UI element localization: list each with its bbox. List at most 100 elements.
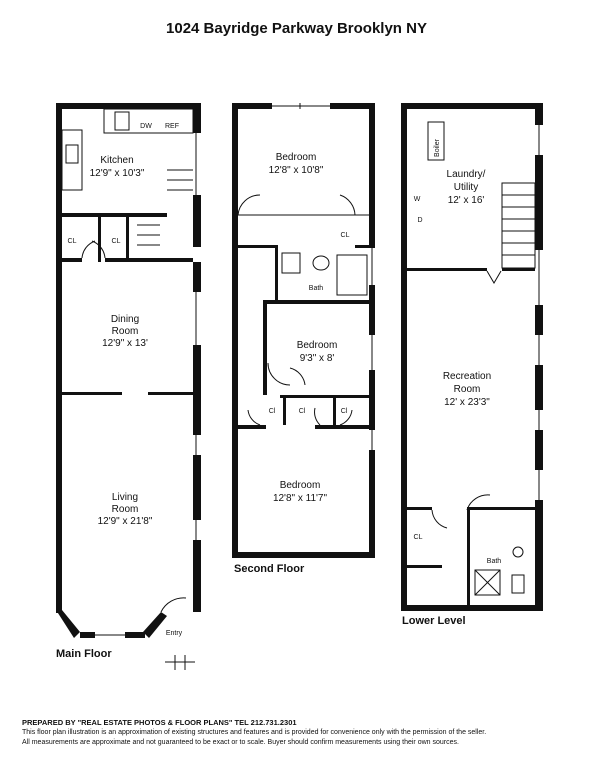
door-swing xyxy=(486,270,502,284)
bath-west-wall xyxy=(275,248,278,300)
rec-south-wall-a xyxy=(407,507,432,510)
bath-sink xyxy=(312,255,330,271)
dining-living-wall-left xyxy=(62,392,122,395)
hall-south-wall-b xyxy=(315,425,369,429)
laundry-south-wall xyxy=(407,268,487,271)
door-swing xyxy=(237,194,261,216)
closet-divider-a xyxy=(283,398,286,425)
second-north-wall-left xyxy=(232,103,272,109)
second-east-wall-a xyxy=(369,103,375,248)
bath-sink-lower xyxy=(512,546,524,558)
refrigerator-label: REF xyxy=(165,123,179,130)
second-east-wall-c xyxy=(369,370,375,430)
closet-door-swing xyxy=(81,240,96,259)
closet-south-wall-right xyxy=(105,258,193,262)
closet-label-right: CL xyxy=(112,238,121,245)
closet-a-label: Cl xyxy=(269,408,276,415)
lower-east-wall-d xyxy=(535,365,543,410)
lower-level-plan xyxy=(401,103,543,611)
disclaimer-line-2: All measurements are approximate and not… xyxy=(22,739,459,746)
main-east-wall-dining-a xyxy=(193,262,201,292)
door-swing xyxy=(267,362,291,386)
laundry-label-2: Utility xyxy=(454,182,478,193)
bedroom-top-dims: 12'8" x 10'8" xyxy=(269,165,324,176)
laundry-label-1: Laundry/ xyxy=(447,169,486,180)
second-floor-label: Second Floor xyxy=(234,563,305,575)
kitchen-dims: 12'9" x 10'3" xyxy=(90,168,145,179)
second-east-wall-d xyxy=(369,450,375,558)
door-swing xyxy=(339,409,353,426)
bath-lower-label: Bath xyxy=(487,558,502,565)
entry-door-swing xyxy=(160,597,187,613)
bedroom-bottom-dims: 12'8" x 11'7" xyxy=(273,493,328,504)
main-floor-plan xyxy=(56,103,201,638)
kitchen-sink xyxy=(114,111,130,131)
main-east-wall-dining-b xyxy=(193,345,201,435)
main-east-wall-living xyxy=(193,455,201,520)
lower-south-wall xyxy=(401,605,543,611)
door-swing xyxy=(431,509,448,529)
closet-c-label: Cl xyxy=(341,408,348,415)
bath-label: Bath xyxy=(309,285,324,292)
bay-wall-left xyxy=(56,610,80,638)
bedroom-mid-west-wall xyxy=(263,300,267,395)
second-floor-details xyxy=(237,103,373,556)
dryer-label: D xyxy=(417,217,422,224)
entry-label: Entry xyxy=(166,630,183,637)
closet-door-swing xyxy=(91,240,106,259)
living-dims: 12'9" x 21'8" xyxy=(98,516,153,527)
lower-east-wall-e xyxy=(535,430,543,470)
lower-east-wall-f xyxy=(535,500,543,611)
main-east-wall-bottom xyxy=(193,540,201,612)
door-swing xyxy=(289,367,306,386)
bay-wall-right xyxy=(143,612,167,638)
dining-dims: 12'9" x 13' xyxy=(102,338,148,349)
lower-level-details xyxy=(427,121,540,596)
lower-stairs xyxy=(501,182,536,269)
page-title: 1024 Bayridge Parkway Brooklyn NY xyxy=(166,20,427,37)
main-east-wall-kitchen xyxy=(193,195,201,247)
recreation-dims: 12' x 23'3" xyxy=(444,397,490,408)
dishwasher-label: DW xyxy=(140,123,152,130)
bedroom-mid-label: Bedroom xyxy=(297,340,338,351)
main-north-wall xyxy=(56,103,201,109)
closet-b-label: Cl xyxy=(299,408,306,415)
living-label-1: Living xyxy=(112,492,138,503)
bedroom-bottom-label: Bedroom xyxy=(280,480,321,491)
bedroom-mid-dims: 9'3" x 8' xyxy=(300,353,335,364)
bay-wall-bottom-left xyxy=(80,632,95,638)
lower-north-wall xyxy=(401,103,543,109)
door-swing xyxy=(339,194,356,216)
lower-east-wall-c xyxy=(535,305,543,335)
shower-line xyxy=(474,569,501,596)
kitchen-counter-north xyxy=(103,108,194,134)
kitchen-label: Kitchen xyxy=(100,155,133,166)
closet-south-wall xyxy=(355,245,369,248)
bay-wall-bottom-right xyxy=(125,632,145,638)
main-east-wall-top xyxy=(193,103,201,133)
bath-toilet xyxy=(281,252,301,274)
second-east-wall-b xyxy=(369,285,375,335)
closet-south-wall-lower xyxy=(407,565,442,568)
main-west-wall xyxy=(56,103,62,613)
dining-living-wall-right xyxy=(148,392,193,395)
bath-west-wall-lower xyxy=(467,507,470,605)
washer-label: W xyxy=(414,196,421,203)
bath-toilet-lower xyxy=(511,574,525,594)
bedroom-top-label: Bedroom xyxy=(276,152,317,163)
main-floor-details xyxy=(61,108,197,670)
closet-divider-b xyxy=(333,398,336,425)
closet-label-left: CL xyxy=(68,238,77,245)
lower-west-wall xyxy=(401,103,407,611)
disclaimer-line-1: This floor plan illustration is an appro… xyxy=(22,729,487,736)
door-swing xyxy=(314,407,321,426)
bath-shower xyxy=(474,569,501,596)
door-swing xyxy=(466,494,491,511)
main-floor-label: Main Floor xyxy=(56,648,112,660)
closet-lower-label: CL xyxy=(414,534,423,541)
closet-east-wall xyxy=(126,217,129,262)
dining-label-1: Dining xyxy=(111,314,139,325)
kitchen-south-wall xyxy=(62,213,167,217)
laundry-dims: 12' x 16' xyxy=(448,195,485,206)
lower-east-wall-a xyxy=(535,103,543,125)
